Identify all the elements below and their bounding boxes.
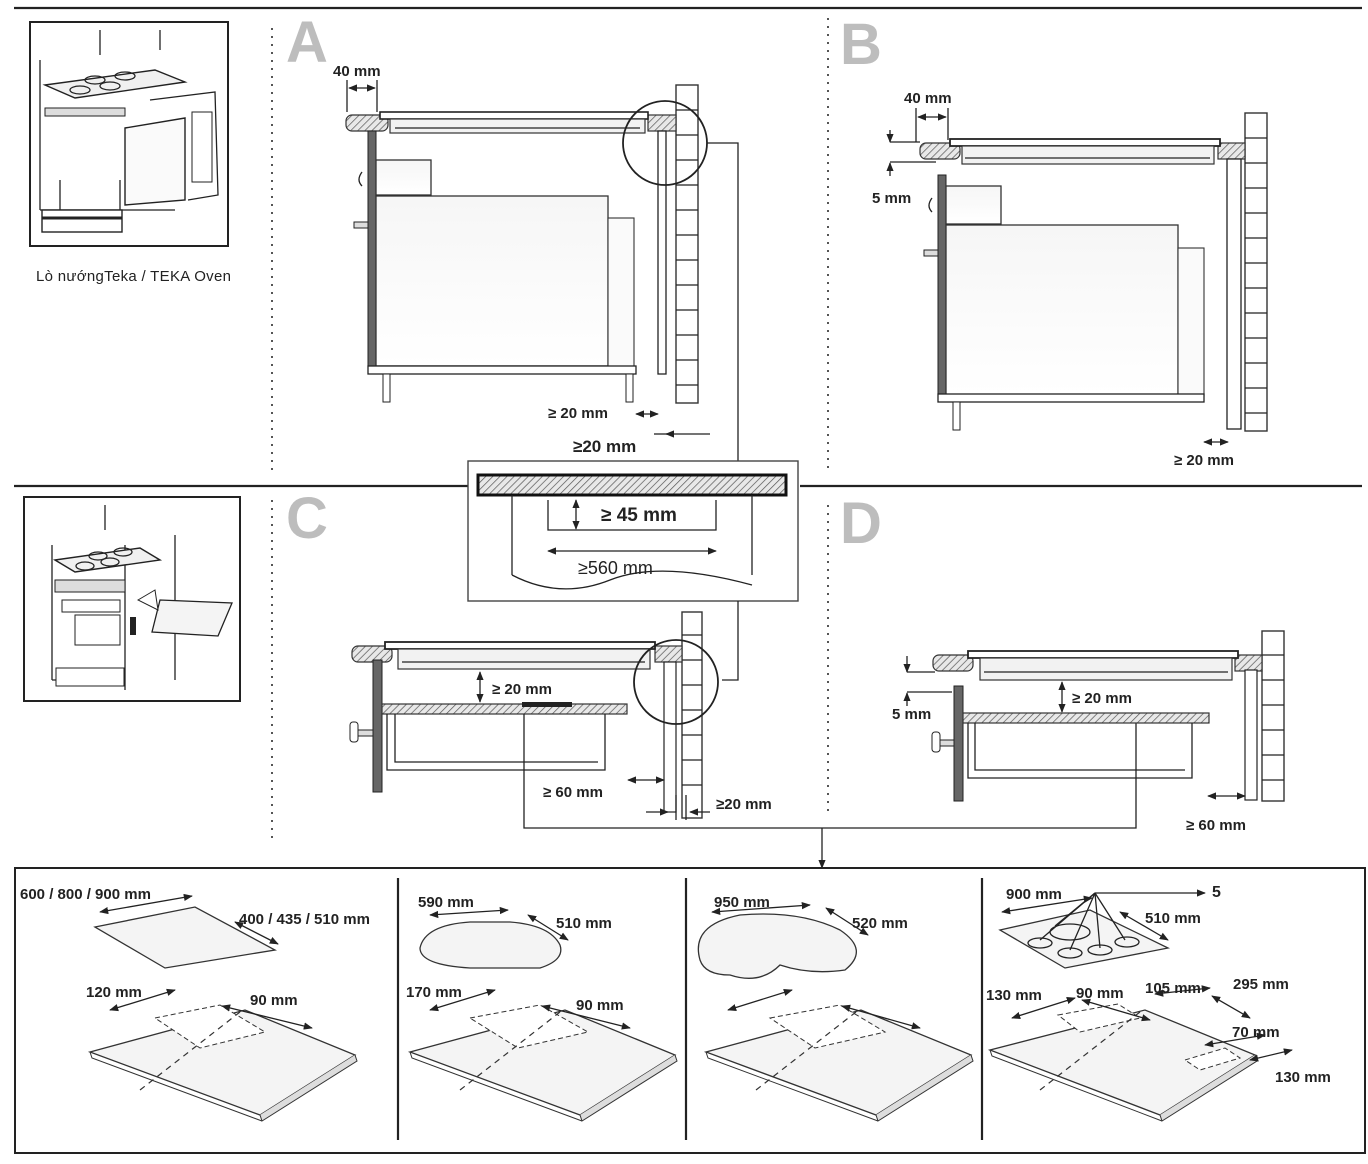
cutout-4-points: 5 [1212, 884, 1221, 901]
panel-a-section [345, 80, 739, 462]
oven-caption: Lò nướngTeka / TEKA Oven [36, 268, 231, 285]
panel-d-drop: 5 mm [892, 706, 931, 723]
oven-thumbnail [29, 21, 229, 247]
cutout-3-width: 520 mm [852, 915, 908, 932]
panel-b-section [886, 108, 1268, 446]
detail-width: ≥560 mm [578, 558, 653, 578]
panel-c-letter: C [286, 486, 328, 551]
cutout-4-drawing [987, 889, 1293, 1122]
cutout-1-width: 400 / 435 / 510 mm [239, 911, 370, 928]
cutout-2-drawing [407, 906, 678, 1122]
panel-c-back-gap: ≥ 60 mm [543, 784, 603, 801]
panel-a-letter: A [286, 10, 328, 75]
panel-b-top-gap: 40 mm [904, 90, 952, 107]
cutout-4-width: 510 mm [1145, 910, 1201, 927]
cutout-4-notch-w: 70 mm [1232, 1024, 1280, 1041]
cutout-2-length: 590 mm [418, 894, 474, 911]
cutout-1-length: 600 / 800 / 900 mm [20, 886, 151, 903]
panel-d-letter: D [840, 491, 882, 556]
cutout-4-mid: 105 mm [1145, 980, 1201, 997]
cutout-4-side: 90 mm [1076, 985, 1124, 1002]
cutout-3-length: 950 mm [714, 894, 770, 911]
panel-c-wall-gap: ≥20 mm [716, 796, 772, 813]
cutout-4-front: 130 mm [986, 987, 1042, 1004]
panel-d-back-gap: ≥ 60 mm [1186, 817, 1246, 834]
cutout-1-front: 120 mm [86, 984, 142, 1001]
panel-a-gap-2: ≥20 mm [573, 437, 636, 456]
panel-d-shelf-gap: ≥ 20 mm [1072, 690, 1132, 707]
panel-a-top-gap: 40 mm [333, 63, 381, 80]
cutout-1-drawing [87, 893, 358, 1122]
panel-c-section [349, 611, 1137, 869]
cutout-frame [14, 867, 1366, 1154]
panel-c-shelf-gap: ≥ 20 mm [492, 681, 552, 698]
panel-a-gap-1: ≥ 20 mm [548, 405, 608, 422]
cutout-2-side: 90 mm [576, 997, 624, 1014]
cutout-1-side: 90 mm [250, 992, 298, 1009]
cutout-4-right: 295 mm [1233, 976, 1289, 993]
panel-b-letter: B [840, 12, 882, 77]
panel-b-drop: 5 mm [872, 190, 911, 207]
cutout-4-notch-d: 130 mm [1275, 1069, 1331, 1086]
cutout-4-length: 900 mm [1006, 886, 1062, 903]
panel-b-side-gap: ≥ 20 mm [1174, 452, 1234, 469]
detail-box [467, 460, 799, 681]
cutout-2-front: 170 mm [406, 984, 462, 1001]
detail-depth: ≥ 45 mm [601, 505, 677, 526]
panel-d-section [903, 630, 1285, 802]
cutout-2-width: 510 mm [556, 915, 612, 932]
drawer-thumbnail [23, 496, 241, 702]
cutout-3-drawing [697, 901, 974, 1122]
